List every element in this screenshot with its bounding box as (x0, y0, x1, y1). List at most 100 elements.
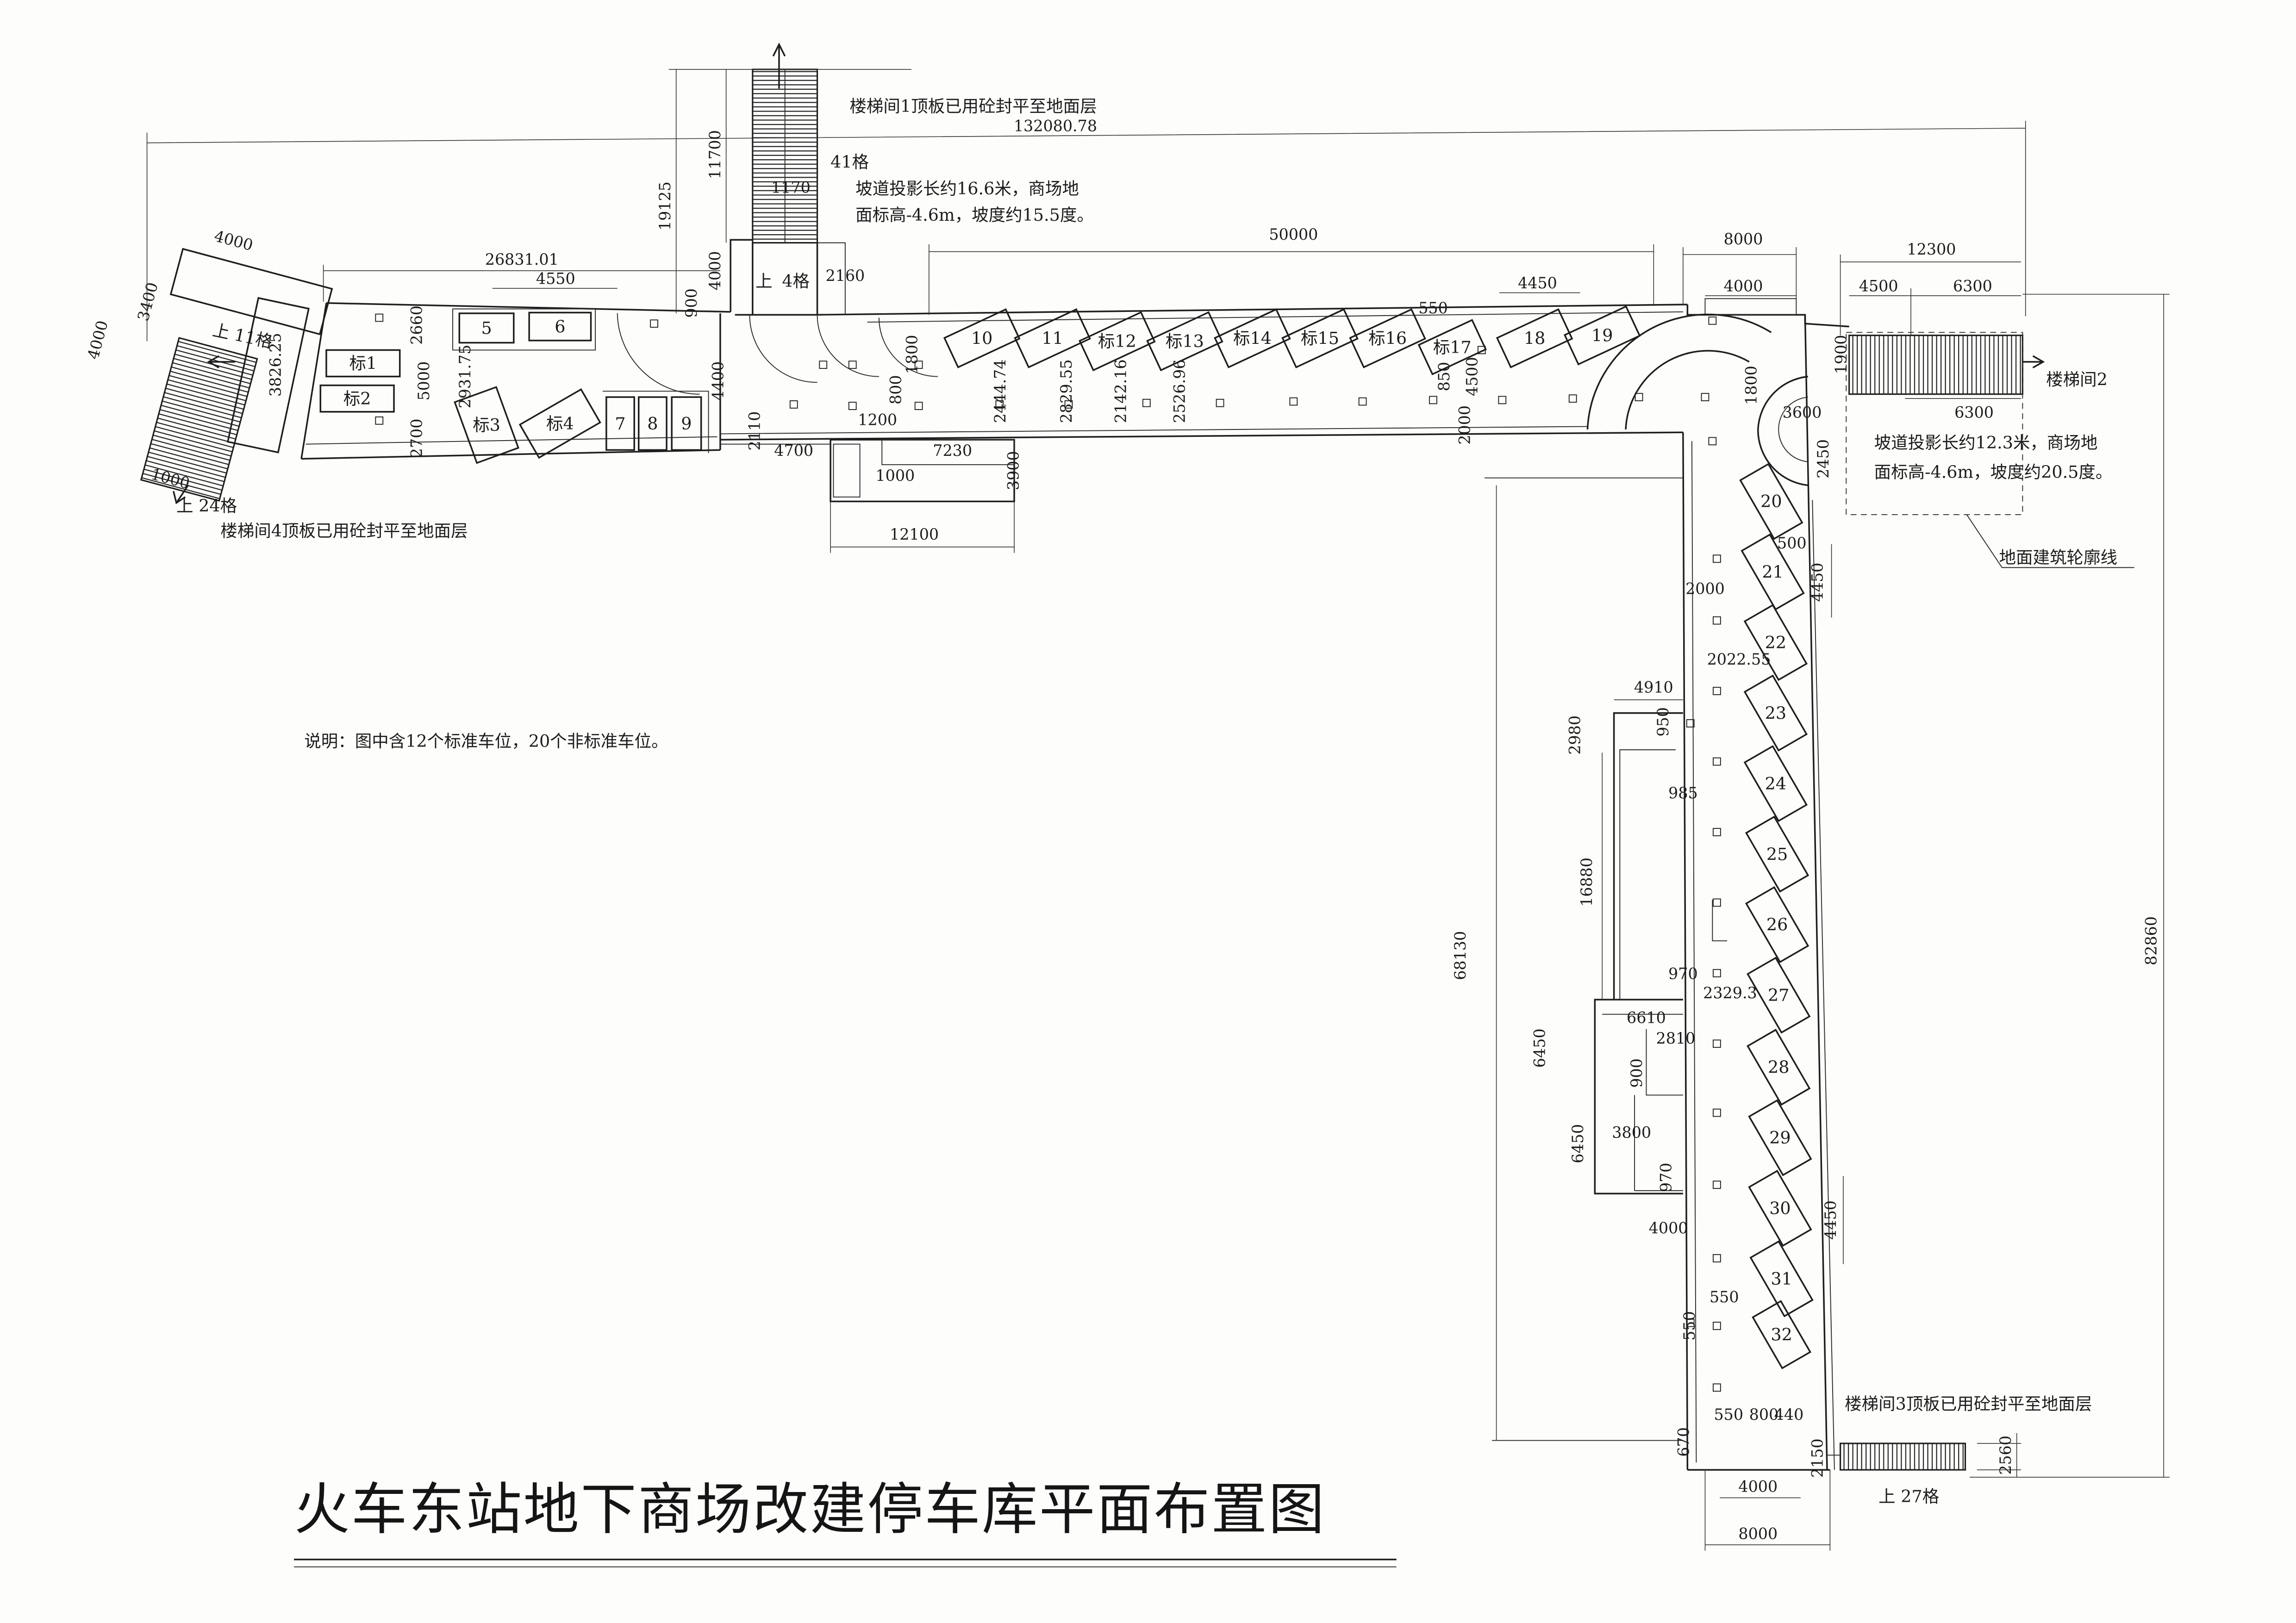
parking-stall-outline (458, 312, 515, 344)
dim-12100 (830, 501, 1015, 553)
dimension-label: 8000 (1738, 1524, 1778, 1542)
parking-stall-number: 19 (1591, 325, 1613, 345)
dimension-label: 2660 (407, 305, 425, 345)
parking-stall-number: 标13 (1166, 331, 1204, 351)
title-block: 火车东站地下商场改建停车库平面布置图 (294, 1479, 1397, 1567)
parking-stall-number: 30 (1769, 1199, 1791, 1219)
column (1701, 393, 1710, 401)
stair4-arrow (173, 355, 236, 504)
column (995, 400, 1004, 409)
ramp1-note-line1: 坡道投影长约16.6米，商场地 (855, 179, 1079, 199)
dimension-label: 550 (1710, 1288, 1739, 1306)
column (1429, 396, 1437, 404)
parking-stall-number: 20 (1760, 491, 1782, 511)
dim-overall-width (146, 121, 2026, 342)
parking-stall-number: 标15 (1301, 329, 1339, 348)
region-outline (1485, 477, 1683, 1441)
stair1-note: 楼梯间1顶板已用砼封平至地面层 (849, 96, 1097, 116)
dimension-label: 550 (1714, 1405, 1743, 1424)
stair4-top-room (169, 248, 333, 336)
dimension-label: 4500 (1859, 277, 1898, 295)
parking-stall: 19 (1563, 305, 1641, 366)
dimension-label: 4000 (1724, 277, 1763, 295)
stair3-treads (1840, 1443, 1966, 1471)
column (1498, 396, 1507, 404)
dimension-label: 4450 (1809, 563, 1827, 602)
dimension-label: 68130 (1451, 931, 1469, 980)
dimension-label: 6450 (1569, 1124, 1587, 1163)
dimension-label: 2700 (407, 419, 425, 458)
parking-stall-number: 31 (1771, 1269, 1792, 1289)
column (848, 402, 857, 410)
structural-columns (375, 313, 1721, 1392)
parking-stall-number: 8 (647, 414, 658, 434)
column (1686, 1318, 1695, 1327)
column (819, 361, 828, 369)
parking-stall-number: 25 (1766, 844, 1788, 864)
walls (300, 239, 1849, 1471)
dimension-label: 12300 (1907, 240, 1956, 258)
column (1712, 1254, 1721, 1262)
parking-stall-number: 21 (1762, 562, 1783, 582)
dimension-label: 4000 (706, 251, 724, 291)
dimension-label: 985 (1668, 784, 1698, 802)
stair2-label: 楼梯间2 (2046, 370, 2108, 390)
stair4-treads (140, 337, 258, 502)
column (1712, 1108, 1721, 1117)
stair4-body (140, 337, 258, 502)
parking-stall-outline (1747, 957, 1811, 1034)
left-room-outline (452, 308, 596, 351)
parking-stall: 标17 (1417, 319, 1487, 375)
parking-stall: 26 (1745, 886, 1809, 964)
dim-12300 (1840, 255, 2021, 336)
vertical-corridor-right-outer-wall (1812, 500, 1835, 1470)
column (1712, 969, 1721, 977)
parking-stall-number: 6 (555, 317, 565, 336)
dim-26831 (323, 265, 720, 302)
swing-arc-1 (617, 313, 700, 395)
dimension-label: 1800 (903, 335, 921, 374)
dimension-label: 82860 (2142, 916, 2160, 965)
dimension-label: 800 (1749, 1405, 1779, 1424)
stair4-side-block (227, 297, 310, 454)
parking-stall-number: 标1 (349, 354, 377, 373)
dimension-label: 12100 (890, 525, 939, 543)
dim-50000 (929, 244, 1654, 315)
stair3-note: 楼梯间3顶板已用砼封平至地面层 (1845, 1394, 2092, 1414)
column (1686, 719, 1695, 728)
dimension-label: 11700 (706, 130, 724, 179)
column (789, 400, 798, 409)
dimension-label: 19125 (656, 181, 674, 230)
lower-rooms (720, 439, 1015, 503)
dimension-label: 2110 (746, 411, 764, 451)
parking-stall: 5 (458, 312, 515, 344)
column (848, 361, 857, 369)
dimension-label: 4000 (1738, 1478, 1778, 1496)
column (1712, 687, 1721, 696)
ground-outline-label: 地面建筑轮廓线 (1999, 547, 2118, 567)
dimension-label: 3826.25 (267, 333, 285, 397)
parking-stall: 28 (1747, 1028, 1811, 1106)
drawing-title: 火车东站地下商场改建停车库平面布置图 (294, 1479, 1326, 1541)
stair1-steps: 41格 (830, 152, 869, 172)
dimension-label: 1200 (858, 410, 897, 429)
vertical-corridor-right-wall (1804, 315, 1828, 1470)
parking-stall: 标2 (319, 384, 395, 413)
dimension-label: 4910 (1634, 678, 1673, 696)
column (1712, 898, 1721, 907)
corridor-top-inner-wall (867, 311, 1683, 323)
parking-stall: 22 (1743, 604, 1808, 681)
dim-4450-right (1831, 544, 1844, 1264)
dimension-label: 50000 (1269, 225, 1318, 243)
dimension-label: 4000 (1649, 1219, 1688, 1237)
parking-stall-number: 标14 (1233, 329, 1272, 348)
stair-small-up: 上 (755, 271, 773, 291)
parking-stall: 30 (1748, 1169, 1812, 1247)
stair-1 (752, 43, 818, 244)
dimension-label: 2810 (1656, 1029, 1696, 1047)
parking-stall-outline (1014, 308, 1091, 368)
stair2-treads (1848, 335, 2023, 395)
ramp-east-outer (1586, 313, 1772, 429)
parking-stall: 21 (1741, 533, 1805, 611)
column (1712, 1322, 1721, 1330)
